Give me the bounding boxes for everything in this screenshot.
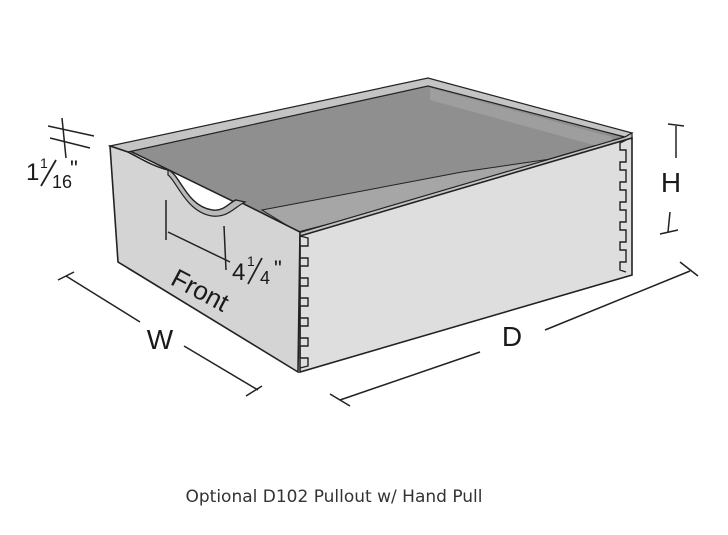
drawer-back-wall bbox=[430, 88, 612, 150]
svg-text:4: 4 bbox=[232, 259, 245, 286]
height-label: H bbox=[661, 167, 681, 198]
pull-depth-dimension bbox=[165, 200, 231, 271]
depth-dimension bbox=[329, 261, 699, 407]
width-dimension bbox=[57, 271, 263, 397]
dovetail-back-corner bbox=[619, 139, 627, 273]
svg-text:": " bbox=[274, 256, 282, 281]
svg-text:1: 1 bbox=[26, 159, 39, 186]
svg-text:1: 1 bbox=[247, 253, 255, 269]
svg-text:": " bbox=[70, 156, 78, 181]
thickness-dimension bbox=[47, 117, 95, 159]
svg-text:4: 4 bbox=[260, 268, 270, 288]
hand-pull-cutout bbox=[167, 169, 247, 217]
caption: Optional D102 Pullout w/ Hand Pull bbox=[185, 487, 483, 507]
pull-depth-label: 4 1 4 " bbox=[232, 253, 282, 288]
height-dimension bbox=[659, 123, 685, 235]
depth-label: D bbox=[502, 321, 522, 352]
svg-text:1: 1 bbox=[40, 155, 48, 171]
dovetail-front-corner bbox=[299, 235, 309, 369]
svg-text:16: 16 bbox=[52, 172, 72, 192]
width-label: W bbox=[147, 324, 174, 355]
thickness-label: 1 1 16 " bbox=[26, 155, 78, 192]
